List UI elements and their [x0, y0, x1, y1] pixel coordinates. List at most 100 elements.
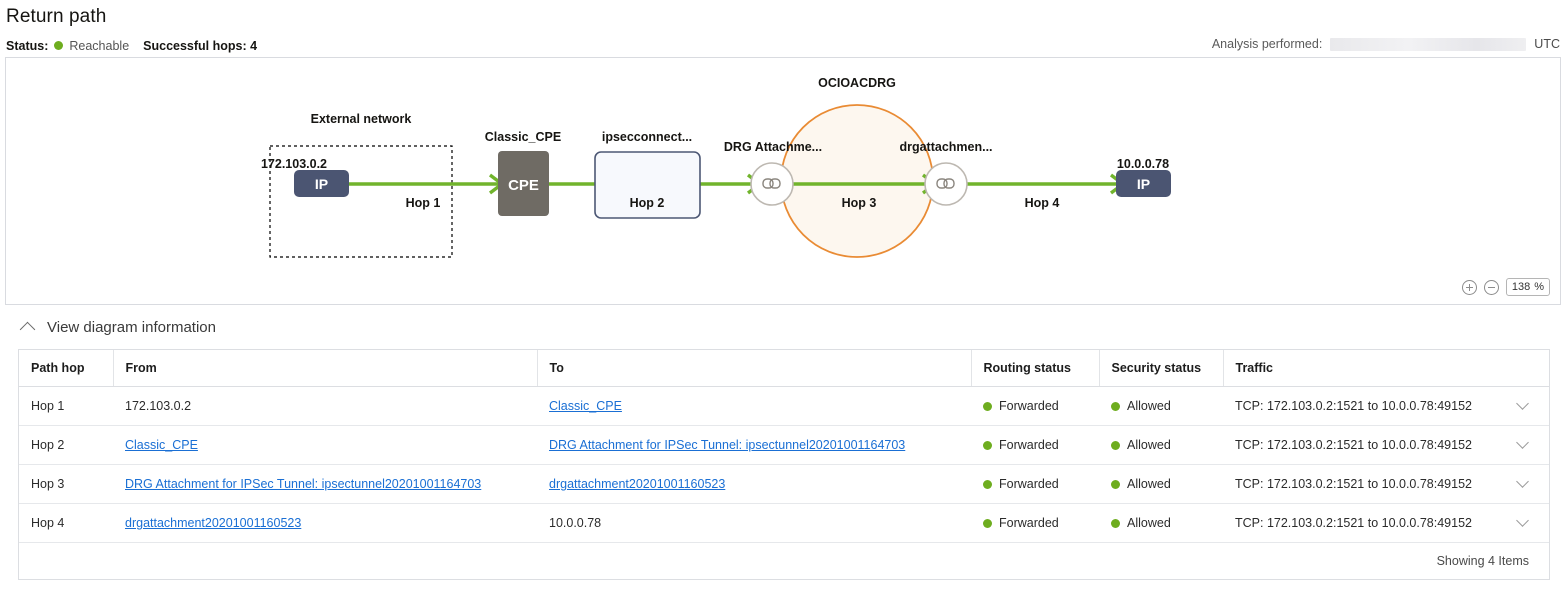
- cell-from: Classic_CPE: [113, 425, 537, 465]
- analysis-timezone-label: UTC: [1534, 37, 1560, 51]
- cell-to-link[interactable]: drgattachment20201001160523: [549, 477, 726, 491]
- routing-status-text: Forwarded: [999, 399, 1059, 413]
- cell-from: DRG Attachment for IPSec Tunnel: ipsectu…: [113, 464, 537, 504]
- analysis-performed-label: Analysis performed:: [1211, 37, 1323, 51]
- source-ip-badge[interactable]: [294, 170, 349, 197]
- cpe-node[interactable]: [498, 151, 549, 216]
- cell-from-link[interactable]: DRG Attachment for IPSec Tunnel: ipsectu…: [125, 477, 482, 491]
- cell-path-hop: Hop 1: [19, 386, 113, 426]
- security-status-dot: [1111, 440, 1120, 450]
- zoom-level-unit: %: [1534, 281, 1544, 293]
- cell-from: drgattachment20201001160523: [113, 503, 537, 543]
- cell-security-status: Allowed: [1099, 464, 1223, 504]
- security-status-text: Allowed: [1127, 399, 1171, 413]
- path-diagram-canvas[interactable]: OCIOACDRG External network 172.103.0.2 I…: [6, 58, 1560, 304]
- external-network-boundary: [269, 145, 453, 258]
- expand-row-chevron-down-icon[interactable]: [1516, 436, 1529, 449]
- view-diagram-information-toggle[interactable]: View diagram information: [0, 305, 1566, 349]
- cell-traffic: TCP: 172.103.0.2:1521 to 10.0.0.78:49152: [1223, 386, 1549, 426]
- link-chain-icon: [936, 178, 955, 189]
- table-row[interactable]: Hop 2 Classic_CPE DRG Attachment for IPS…: [19, 425, 1549, 465]
- expand-row-chevron-down-icon[interactable]: [1516, 514, 1529, 527]
- cell-path-hop: Hop 3: [19, 464, 113, 504]
- cell-to-link[interactable]: DRG Attachment for IPSec Tunnel: ipsectu…: [549, 438, 906, 452]
- table-header-row: Path hop From To Routing status Security…: [19, 350, 1549, 387]
- column-header-from[interactable]: From: [113, 350, 538, 387]
- zoom-out-icon[interactable]: [1483, 279, 1499, 295]
- ipsec-connection-label: ipsecconnect...: [602, 130, 692, 144]
- routing-status-dot: [983, 401, 992, 411]
- security-status-text: Allowed: [1127, 477, 1171, 491]
- cell-to-link[interactable]: Classic_CPE: [549, 399, 622, 413]
- drg-group-label: OCIOACDRG: [818, 76, 896, 90]
- expand-row-chevron-down-icon[interactable]: [1516, 397, 1529, 410]
- zoom-level-field[interactable]: 138 %: [1505, 278, 1550, 296]
- status-bar: Status: Reachable Successful hops: 4 Ana…: [0, 28, 1566, 54]
- cell-from-link[interactable]: drgattachment20201001160523: [125, 516, 302, 530]
- cell-path-hop: Hop 2: [19, 425, 113, 465]
- cell-security-status: Allowed: [1099, 386, 1223, 426]
- hop1-label: Hop 1: [406, 196, 441, 210]
- traffic-text: TCP: 172.103.0.2:1521 to 10.0.0.78:49152: [1235, 477, 1472, 491]
- cell-routing-status: Forwarded: [971, 425, 1099, 465]
- cell-routing-status: Forwarded: [971, 464, 1099, 504]
- hop2-label: Hop 2: [630, 196, 665, 210]
- status-value: Reachable: [69, 38, 130, 53]
- table-row[interactable]: Hop 4 drgattachment20201001160523 10.0.0…: [19, 503, 1549, 543]
- chevron-up-icon: [19, 321, 36, 338]
- column-header-to[interactable]: To: [537, 350, 972, 387]
- cell-routing-status: Forwarded: [971, 503, 1099, 543]
- cell-traffic: TCP: 172.103.0.2:1521 to 10.0.0.78:49152: [1223, 425, 1549, 465]
- table-row[interactable]: Hop 3 DRG Attachment for IPSec Tunnel: i…: [19, 464, 1549, 504]
- routing-status-text: Forwarded: [999, 438, 1059, 452]
- table-row[interactable]: Hop 1 172.103.0.2 Classic_CPE Forwarded …: [19, 386, 1549, 426]
- drg-attachment-right-label: drgattachmen...: [899, 140, 992, 154]
- cell-to: DRG Attachment for IPSec Tunnel: ipsectu…: [537, 425, 971, 465]
- source-ip-badge-label: IP: [315, 176, 328, 192]
- traffic-text: TCP: 172.103.0.2:1521 to 10.0.0.78:49152: [1235, 438, 1472, 452]
- security-status-dot: [1111, 401, 1120, 411]
- hop4-label: Hop 4: [1025, 196, 1060, 210]
- drg-group-circle[interactable]: [780, 104, 934, 258]
- view-diagram-information-label: View diagram information: [47, 319, 216, 336]
- cell-from: 172.103.0.2: [113, 386, 537, 426]
- table-body: Hop 1 172.103.0.2 Classic_CPE Forwarded …: [19, 386, 1549, 543]
- ipsec-connection-node[interactable]: [594, 151, 701, 219]
- security-status-text: Allowed: [1127, 438, 1171, 452]
- traffic-text: TCP: 172.103.0.2:1521 to 10.0.0.78:49152: [1235, 399, 1472, 413]
- drg-attachment-left-node[interactable]: [750, 162, 794, 206]
- cell-security-status: Allowed: [1099, 503, 1223, 543]
- column-header-path-hop[interactable]: Path hop: [19, 350, 114, 387]
- successful-hops-label: Successful hops: 4: [143, 38, 258, 53]
- cell-security-status: Allowed: [1099, 425, 1223, 465]
- drg-attachment-right-node[interactable]: [924, 162, 968, 206]
- security-status-dot: [1111, 479, 1120, 489]
- routing-status-text: Forwarded: [999, 516, 1059, 530]
- zoom-in-icon[interactable]: [1461, 279, 1477, 295]
- cell-from-link[interactable]: Classic_CPE: [125, 438, 198, 452]
- routing-status-dot: [983, 479, 992, 489]
- zoom-level-value: 138: [1511, 281, 1531, 293]
- path-hops-table: Path hop From To Routing status Security…: [18, 349, 1550, 580]
- cell-to: drgattachment20201001160523: [537, 464, 971, 504]
- path-diagram-panel[interactable]: OCIOACDRG External network 172.103.0.2 I…: [5, 57, 1561, 305]
- cpe-label: Classic_CPE: [485, 130, 561, 144]
- table-footer-count: Showing 4 Items: [19, 543, 1549, 579]
- destination-ip-badge-label: IP: [1137, 176, 1150, 192]
- cell-path-hop: Hop 4: [19, 503, 113, 543]
- column-header-routing-status[interactable]: Routing status: [971, 350, 1100, 387]
- traffic-text: TCP: 172.103.0.2:1521 to 10.0.0.78:49152: [1235, 516, 1472, 530]
- status-indicator-dot: [54, 41, 64, 50]
- cell-routing-status: Forwarded: [971, 386, 1099, 426]
- destination-ip-badge[interactable]: [1116, 170, 1171, 197]
- cell-traffic: TCP: 172.103.0.2:1521 to 10.0.0.78:49152: [1223, 464, 1549, 504]
- expand-row-chevron-down-icon[interactable]: [1516, 475, 1529, 488]
- security-status-dot: [1111, 518, 1120, 528]
- security-status-text: Allowed: [1127, 516, 1171, 530]
- column-header-security-status[interactable]: Security status: [1099, 350, 1224, 387]
- destination-ip-label: 10.0.0.78: [1117, 157, 1169, 171]
- zoom-controls[interactable]: 138 %: [1461, 278, 1550, 296]
- cpe-node-label: CPE: [508, 177, 539, 194]
- cell-from-text: 172.103.0.2: [125, 399, 192, 413]
- column-header-traffic[interactable]: Traffic: [1223, 350, 1549, 387]
